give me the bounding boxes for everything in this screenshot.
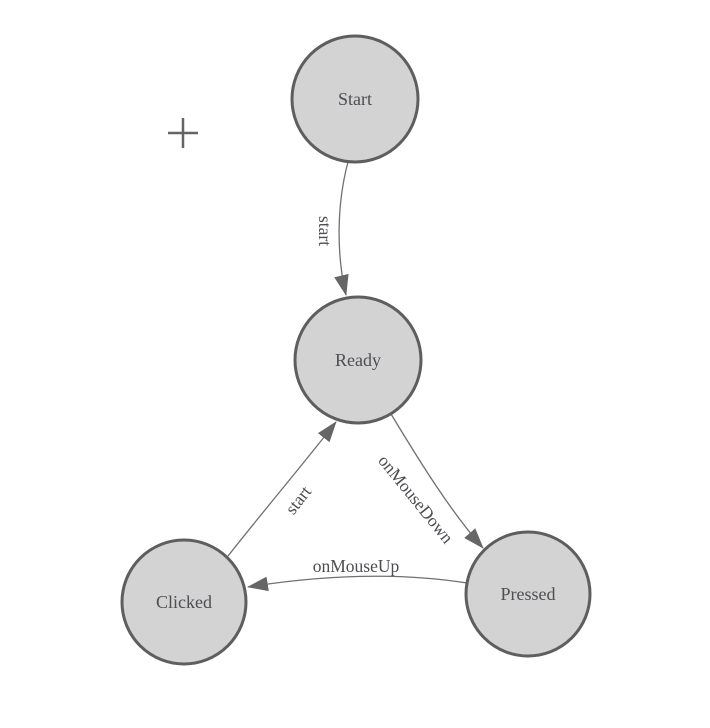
state-circle-pressed[interactable] — [464, 530, 592, 658]
transition-edge-ready-to-pressed[interactable] — [390, 413, 484, 549]
transition-label-clicked-to-ready: start — [281, 482, 315, 518]
transition-edge-start-to-ready[interactable] — [334, 161, 349, 297]
state-node-ready[interactable]: Ready — [293, 295, 423, 425]
transition-edge-pressed-to-clicked[interactable] — [246, 575, 468, 592]
state-circle-ready[interactable] — [293, 295, 423, 425]
transition-edge-clicked-to-ready[interactable] — [227, 421, 337, 557]
state-node-pressed[interactable]: Pressed — [464, 530, 592, 658]
transition-label-start-to-ready: start — [315, 216, 335, 246]
state-node-clicked[interactable]: Clicked — [120, 538, 248, 666]
transition-label-pressed-to-clicked: onMouseUp — [313, 556, 400, 576]
state-circle-start[interactable] — [290, 34, 420, 164]
state-circle-clicked[interactable] — [120, 538, 248, 666]
state-node-start[interactable]: Start — [290, 34, 420, 164]
cursor-layer — [168, 118, 198, 148]
